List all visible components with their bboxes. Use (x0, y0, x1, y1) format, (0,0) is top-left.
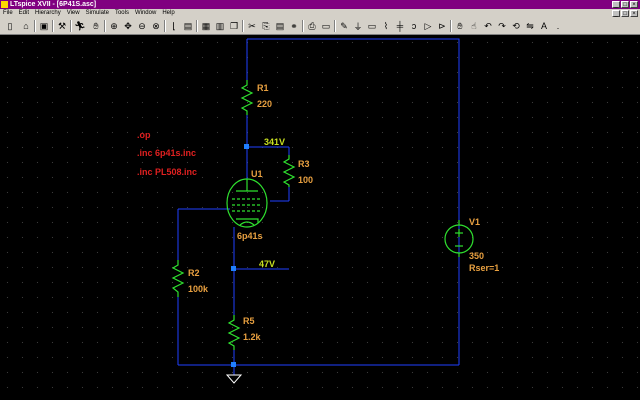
r3-value[interactable]: 100 (298, 175, 314, 185)
new-schematic-icon[interactable]: ▯ (7, 20, 13, 31)
schematic-canvas[interactable]: R1 220 R3 100 U1 6p41s R2 100k R5 1.2k V… (0, 35, 640, 400)
redo-icon[interactable]: ↷ (498, 20, 506, 31)
zoom-in-icon[interactable]: ⊕ (110, 20, 118, 31)
zoom-fit-icon[interactable]: ⊗ (152, 20, 160, 31)
window-title: LTspice XVII - [6P41S.asc] (10, 1, 97, 8)
u1-ref[interactable]: U1 (251, 169, 263, 179)
waveform-icon[interactable]: ⌊ (172, 20, 176, 31)
r5-value[interactable]: 1.2k (243, 332, 261, 342)
menu-bar: File Edit Hierarchy View Simulate Tools … (0, 9, 640, 18)
r2-value[interactable]: 100k (188, 284, 209, 294)
paste-icon[interactable]: ▤ (275, 20, 285, 31)
save-icon[interactable]: ▣ (39, 20, 49, 31)
menu-tools[interactable]: Tools (114, 10, 129, 16)
mdi-minimize-button[interactable]: _ (612, 10, 620, 17)
resistor-icon[interactable]: ⌇ (383, 20, 389, 31)
text-icon[interactable]: A (540, 21, 547, 31)
menu-help[interactable]: Help (162, 10, 175, 16)
r1-value[interactable]: 220 (257, 99, 273, 109)
net-label-plate[interactable]: 341V (264, 137, 286, 147)
rotate-icon[interactable]: ⟲ (512, 20, 520, 31)
schematic-drawing (171, 38, 474, 384)
spice-directive-icon[interactable]: . (556, 21, 560, 31)
u1-value[interactable]: 6p41s (237, 231, 263, 241)
open-folder-icon[interactable]: ⌂ (23, 21, 29, 31)
r3-symbol (282, 155, 296, 187)
ground-icon[interactable]: ⏚ (353, 21, 363, 32)
net-label-cathode[interactable]: 47V (259, 259, 276, 269)
minimize-button[interactable]: _ (612, 1, 620, 8)
v1-ref[interactable]: V1 (469, 217, 481, 227)
directive-inc-pl508[interactable]: .inc PL508.inc (137, 167, 198, 177)
drag-icon[interactable]: ☝︎ (471, 20, 477, 31)
cascade-icon[interactable]: ❐ (229, 20, 239, 31)
capacitor-icon[interactable]: ╪ (396, 21, 404, 31)
r3-ref[interactable]: R3 (298, 159, 310, 169)
zoom-out-icon[interactable]: ⊖ (138, 20, 146, 31)
draw-wire-icon[interactable]: ✎ (340, 20, 348, 31)
r5-ref[interactable]: R5 (243, 316, 255, 326)
inductor-icon[interactable]: ↄ (411, 21, 417, 31)
ground-symbol (225, 374, 243, 384)
halt-icon[interactable]: ✋︎ (93, 20, 99, 31)
r2-ref[interactable]: R2 (188, 268, 200, 278)
move-icon[interactable]: ✋︎ (457, 20, 463, 31)
mirror-icon[interactable]: ⇋ (526, 20, 534, 31)
component-icon[interactable]: ⊳ (438, 20, 446, 31)
directive-op[interactable]: .op (137, 130, 151, 140)
label-net-icon[interactable]: ▭ (367, 20, 377, 31)
v1-source-symbol (444, 220, 474, 257)
app-icon (1, 1, 8, 8)
copy-icon[interactable]: ⎘ (262, 20, 270, 31)
title-bar: LTspice XVII - [6P41S.asc] _ □ × (0, 0, 640, 9)
menu-simulate[interactable]: Simulate (85, 10, 109, 16)
print-preview-icon[interactable]: ▭ (321, 20, 331, 31)
menu-file[interactable]: File (3, 10, 13, 16)
mdi-restore-button[interactable]: □ (621, 10, 629, 17)
pan-icon[interactable]: ✥ (124, 20, 132, 31)
menu-hierarchy[interactable]: Hierarchy (35, 10, 61, 16)
menu-view[interactable]: View (66, 10, 80, 16)
tile-icon[interactable]: ▤ (183, 20, 193, 31)
menu-window[interactable]: Window (134, 10, 157, 16)
v1-value[interactable]: 350 (469, 251, 485, 261)
maximize-button[interactable]: □ (621, 1, 629, 8)
control-panel-icon[interactable]: ⚒ (57, 20, 67, 31)
r2-symbol (171, 260, 185, 297)
tile-vertical-icon[interactable]: ▥ (215, 20, 225, 31)
r1-ref[interactable]: R1 (257, 83, 269, 93)
undo-icon[interactable]: ↶ (484, 20, 492, 31)
cut-icon[interactable]: ✂ (248, 20, 256, 31)
run-icon[interactable]: 🏃︎ (74, 20, 86, 31)
find-icon[interactable]: ⚭ (290, 20, 298, 31)
close-button[interactable]: × (630, 1, 638, 8)
mdi-close-button[interactable]: × (630, 10, 638, 17)
r5-symbol (227, 315, 241, 350)
u1-tube-symbol (226, 178, 268, 228)
tile-horizontal-icon[interactable]: ▦ (201, 20, 211, 31)
wires (177, 38, 460, 375)
toolbar: ▯ ⌂ ▣ ⚒ 🏃︎ ✋︎ ⊕ ✥ ⊖ ⊗ ⌊ ▤ ▦ ▥ ❐ ✂ ⎘ ▤ ⚭ … (0, 18, 640, 35)
directive-inc-6p41s[interactable]: .inc 6p41s.inc (137, 148, 197, 158)
v1-rser[interactable]: Rser=1 (469, 263, 500, 273)
print-icon[interactable]: ⎙ (308, 20, 316, 31)
menu-edit[interactable]: Edit (18, 10, 30, 16)
junctions (231, 144, 249, 367)
diode-icon[interactable]: ▷ (424, 20, 432, 31)
r1-symbol (240, 80, 254, 115)
